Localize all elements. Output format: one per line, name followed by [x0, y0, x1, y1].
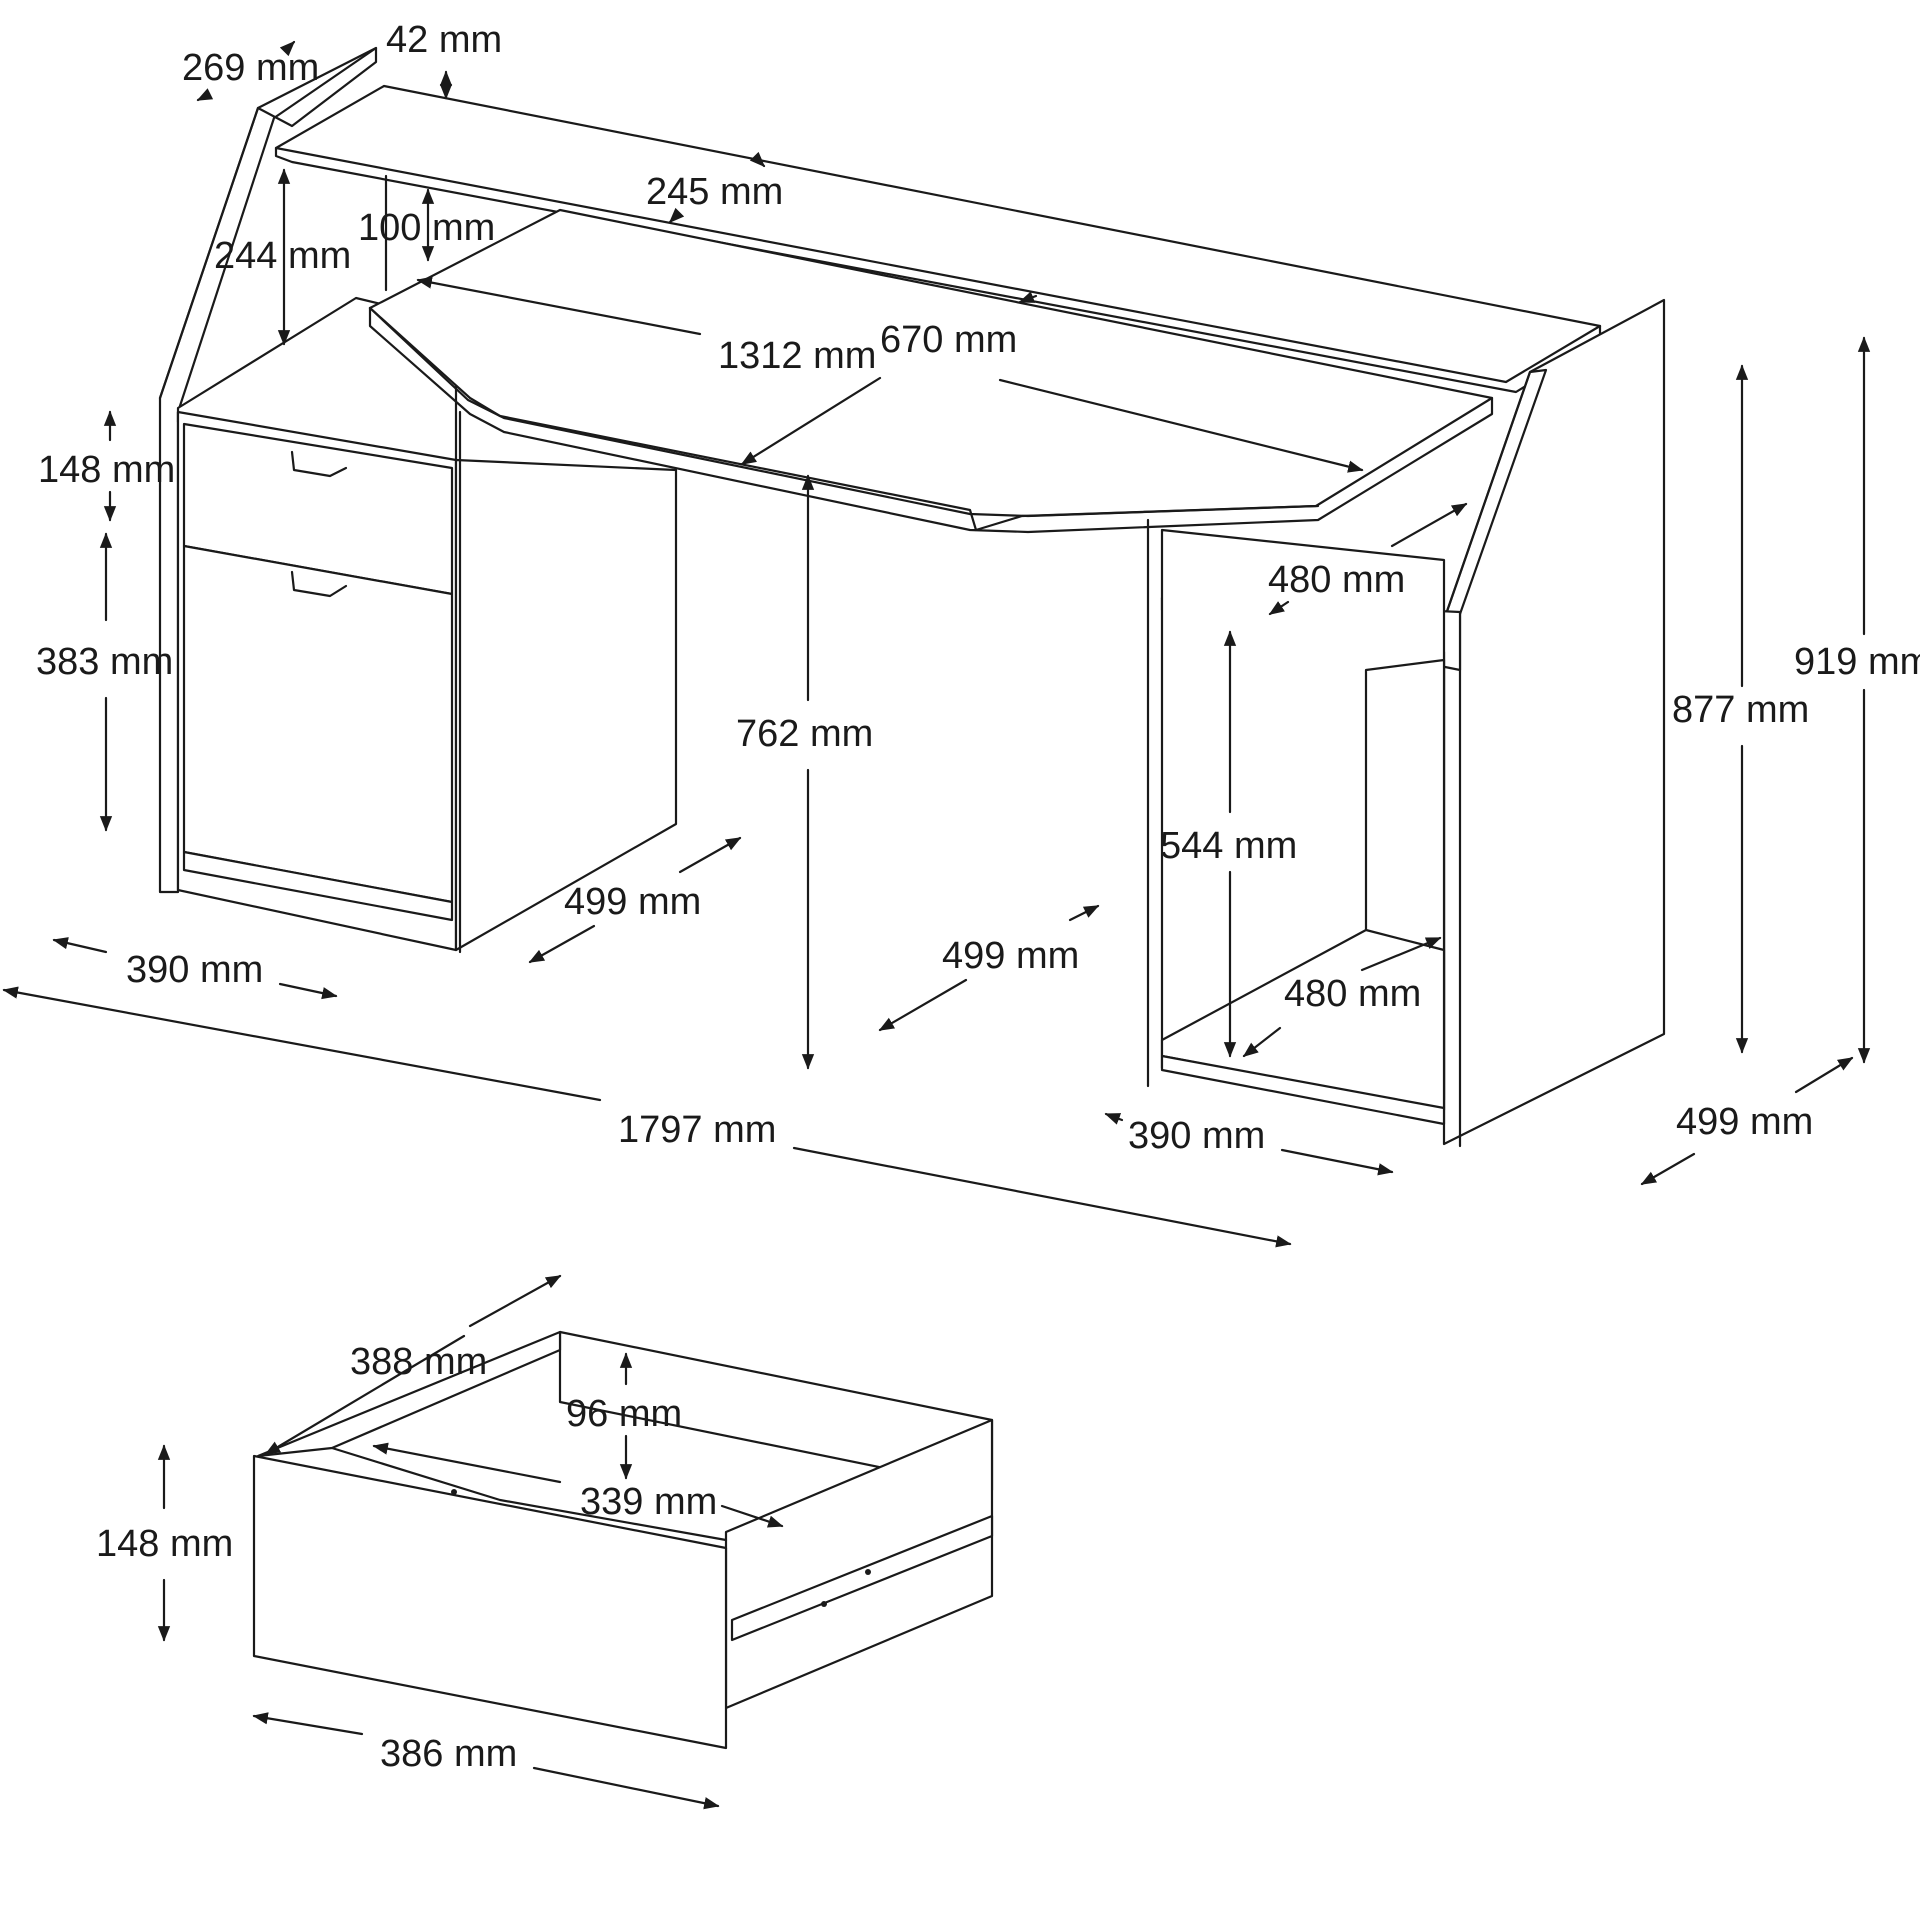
- label-right-width: 390 mm: [1128, 1115, 1265, 1157]
- left-side-panel-edge: [158, 46, 378, 400]
- dim-line-middle-depth-a: [1068, 904, 1100, 922]
- drawer-screw-left: [451, 1489, 457, 1495]
- dim-line-drawer-front-width-a: [252, 1712, 364, 1736]
- label-shelf-height: 244 mm: [214, 235, 351, 277]
- label-total-width: 1797 mm: [618, 1109, 776, 1151]
- drawer-front: [252, 1454, 728, 1750]
- dim-line-right-side-depth-b: [1640, 1152, 1696, 1186]
- dim-line-middle-depth-b: [878, 978, 968, 1032]
- dim-line-left-width-b: [278, 982, 338, 1000]
- dim-line-right-depth-lower-b: [1242, 1026, 1282, 1058]
- dim-line-right-depth-upper-b: [1268, 600, 1290, 616]
- dim-line-right-depth-lower-a: [1360, 936, 1442, 972]
- dim-line-right-width-a: [1104, 1112, 1124, 1125]
- label-left-depth: 499 mm: [564, 881, 701, 923]
- dim-line-drawer-depth-a: [264, 1334, 466, 1456]
- dim-line-top-shelf-depth-a: [279, 40, 296, 57]
- dim-line-shelf-back-depth-a: [749, 151, 766, 168]
- desk-drawing: [158, 46, 1666, 1148]
- left-drawer-handle: [290, 450, 348, 478]
- label-shelf-gap: 100 mm: [358, 207, 495, 249]
- right-side-panel-slant: [1442, 368, 1548, 622]
- left-cabinet-door: [182, 544, 454, 904]
- dim-line-desk-top-depth-a: [740, 376, 882, 466]
- label-desk-top-depth: 670 mm: [880, 319, 1017, 361]
- top-shelf-front-edge: [274, 146, 1602, 384]
- dim-line-shelf-back-depth-b: [668, 207, 685, 224]
- label-drawer-front-width: 386 mm: [380, 1733, 517, 1775]
- dim-line-right-depth-upper-a: [1390, 502, 1468, 548]
- dimension-lines: [2, 40, 1871, 1810]
- label-top-shelf-thickness: 42 mm: [386, 19, 502, 61]
- desk-top: [368, 208, 1494, 532]
- label-desk-height: 762 mm: [736, 713, 873, 755]
- left-cabinet-plinth: [182, 850, 454, 922]
- drawer-side-rail: [730, 1514, 994, 1642]
- left-cabinet-side: [454, 458, 678, 952]
- label-right-opening-height: 544 mm: [1160, 825, 1297, 867]
- dim-line-desk-top-depth-b: [998, 378, 1364, 473]
- label-drawer-front-height: 148 mm: [96, 1523, 233, 1565]
- label-desk-top-width: 1312 mm: [718, 335, 876, 377]
- drawer-drawing: [252, 1330, 994, 1750]
- drawer-screw-rail-a: [821, 1601, 827, 1607]
- label-drawer-inner-height: 96 mm: [566, 1393, 682, 1435]
- label-side-height: 877 mm: [1672, 689, 1809, 731]
- dim-line-desk-top-width-a: [416, 276, 702, 336]
- dim-line-drawer-inner-width-a: [372, 1442, 562, 1484]
- drawer-bottom-edge: [330, 1446, 728, 1542]
- dim-line-total-width-a: [2, 986, 602, 1102]
- dim-line-left-depth-b: [528, 924, 596, 964]
- label-right-depth-lower: 480 mm: [1284, 973, 1421, 1015]
- label-top-shelf-back-depth: 245 mm: [646, 171, 783, 213]
- label-right-depth-upper: 480 mm: [1268, 559, 1405, 601]
- dim-line-drawer-inner-width-b: [720, 1504, 784, 1528]
- dim-line-right-width-b: [1280, 1148, 1394, 1176]
- label-top-shelf-depth: 269 mm: [182, 47, 319, 89]
- label-left-width: 390 mm: [126, 949, 263, 991]
- dim-line-drawer-front-width-b: [532, 1766, 720, 1810]
- label-right-side-depth: 499 mm: [1676, 1101, 1813, 1143]
- dim-line-top-shelf-depth-b: [196, 88, 214, 102]
- label-drawer-height-left: 148 mm: [38, 449, 175, 491]
- dim-line-drawer-depth-b: [468, 1274, 562, 1328]
- label-drawer-inner-width: 339 mm: [580, 1481, 717, 1523]
- desk-top-front-edge: [368, 306, 1320, 518]
- dim-line-right-side-depth-a: [1794, 1056, 1854, 1094]
- label-drawer-depth: 388 mm: [350, 1341, 487, 1383]
- label-middle-depth: 499 mm: [942, 935, 1079, 977]
- right-tower-plinth: [1160, 1054, 1446, 1126]
- dim-line-desk-top-width-b: [1018, 291, 1038, 304]
- left-door-handle: [290, 570, 348, 598]
- drawer-left-wall: [256, 1330, 562, 1458]
- left-side-panel: [158, 46, 378, 894]
- label-total-height: 919 mm: [1794, 641, 1920, 683]
- dim-line-left-width-a: [52, 937, 108, 954]
- label-door-height-left: 383 mm: [36, 641, 173, 683]
- right-tower-bottom-shelf: [1160, 928, 1446, 1112]
- desk-top-thickness: [368, 306, 1494, 534]
- dimension-labels: 269 mm 42 mm 245 mm 244 mm 100 mm 1312 m…: [36, 19, 1920, 1775]
- dim-line-total-width-b: [792, 1146, 1292, 1248]
- drawer-screw-rail-b: [865, 1569, 871, 1575]
- dim-line-left-depth-a: [678, 836, 742, 874]
- right-side-panel: [1442, 298, 1666, 1146]
